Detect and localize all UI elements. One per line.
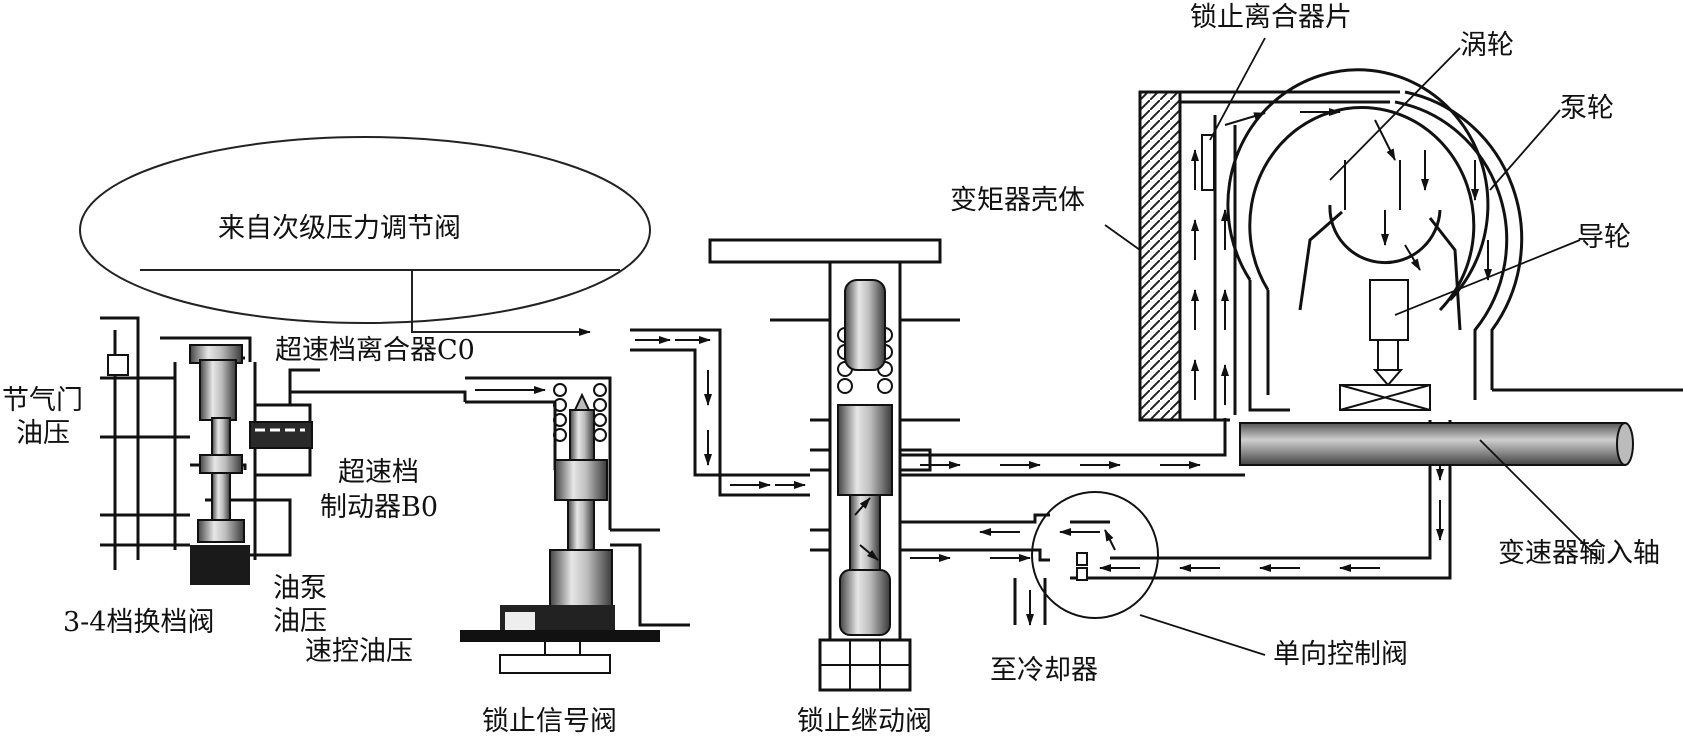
- turbine-label: 涡轮: [1460, 30, 1514, 61]
- leader-lines: [1104, 37, 1601, 656]
- shift-valve-label: 3-4档换档阀: [63, 607, 215, 638]
- input-shaft-label: 变速器输入轴: [1498, 538, 1660, 569]
- secondary-regulator-ellipse: [79, 136, 651, 324]
- overdrive-clutch-port: [249, 421, 313, 449]
- pump-pressure-label-2: 油压: [273, 606, 327, 637]
- lockup-signal-valve: [460, 376, 690, 674]
- throttle-port-box: [107, 354, 129, 376]
- governor-pressure-label: 速控油压: [305, 636, 413, 667]
- overdrive-brake-label-1: 超速档: [338, 457, 419, 488]
- overdrive-brake-label-2: 制动器B0: [320, 492, 439, 523]
- shift-valve-plunger: [199, 359, 237, 421]
- pump-pressure-label-1: 油泵: [273, 573, 327, 604]
- pump-impeller-label: 泵轮: [1560, 93, 1614, 124]
- shift-valve-base: [190, 545, 250, 585]
- converter-apply-line: [900, 418, 1245, 477]
- lockup-relay-valve-label: 锁止继动阀: [797, 706, 932, 737]
- throttle-pressure-label-1: 节气门: [2, 385, 83, 416]
- overdrive-clutch-line: [288, 390, 467, 405]
- check-valve-label: 单向控制阀: [1273, 639, 1408, 670]
- converter-housing-label: 变矩器壳体: [950, 185, 1085, 216]
- shift-valve-land-2: [197, 519, 245, 543]
- converter-release-line: [900, 420, 1452, 580]
- converter-flow-arrows: [1191, 108, 1492, 405]
- lockup-relay-valve: [708, 238, 960, 692]
- lockup-clutch-plate-label: 锁止离合器片: [1190, 2, 1352, 33]
- cooler-outlet: [1013, 578, 1047, 625]
- torque-converter: [1138, 68, 1683, 422]
- stator-label: 导轮: [1577, 222, 1631, 253]
- lockup-signal-valve-label: 锁止信号阀: [482, 706, 617, 737]
- check-valve-circle: [1031, 491, 1159, 619]
- throttle-pressure-label-2: 油压: [16, 418, 70, 449]
- to-cooler-label: 至冷却器: [990, 655, 1098, 686]
- secondary-regulator-label: 来自次级压力调节阀: [218, 213, 461, 244]
- input-shaft: [1239, 422, 1626, 466]
- shift-valve-land-1: [199, 454, 243, 474]
- supply-line: [630, 328, 810, 497]
- feed-line: [411, 270, 591, 336]
- overdrive-clutch-label: 超速档离合器C0: [275, 335, 475, 366]
